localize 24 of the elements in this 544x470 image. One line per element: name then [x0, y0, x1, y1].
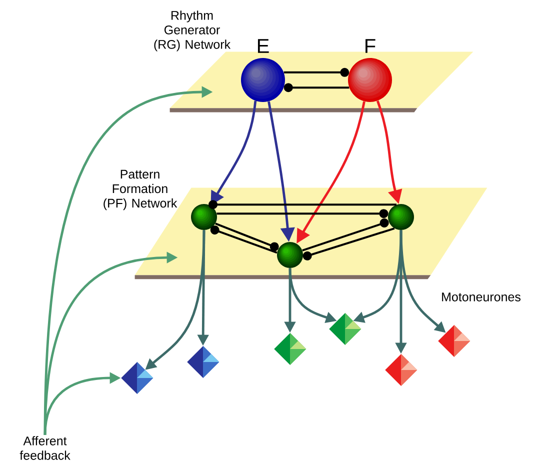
inhibitory-connection: [216, 209, 388, 218]
inhibitory-connection: [284, 68, 350, 77]
neuron-ball: [348, 58, 392, 102]
inhibitory-connection: [210, 225, 278, 254]
motoneurone-diamond: [187, 346, 220, 378]
inhibitory-connection: [302, 227, 395, 260]
inhibitory-connection: [215, 222, 279, 252]
inhibitory-connection: [208, 200, 396, 210]
feedback-label: Afferent feedback: [20, 436, 70, 460]
node-label: Pattern: [120, 170, 160, 179]
motoneurones-label: Motoneurones: [442, 292, 520, 302]
inhibitory-connection: [302, 218, 389, 252]
motoneurone-diamond: [121, 362, 154, 394]
network-plane: Pattern Formation (PF) Network: [104, 170, 488, 280]
neuron-ball: [388, 204, 414, 230]
motoneurone-diamond: [385, 354, 418, 386]
neuron-ball: [241, 58, 285, 102]
neuron-ball: [277, 242, 303, 268]
motoneurone-diamond: [274, 332, 306, 366]
neuron-label: E: [258, 39, 269, 53]
node-label: Rhythm Generator (RG) Network: [154, 10, 231, 52]
neuron-label: F: [366, 39, 376, 53]
motoneurone-diamond: [438, 324, 470, 358]
inhibitory-connection: [284, 83, 350, 92]
